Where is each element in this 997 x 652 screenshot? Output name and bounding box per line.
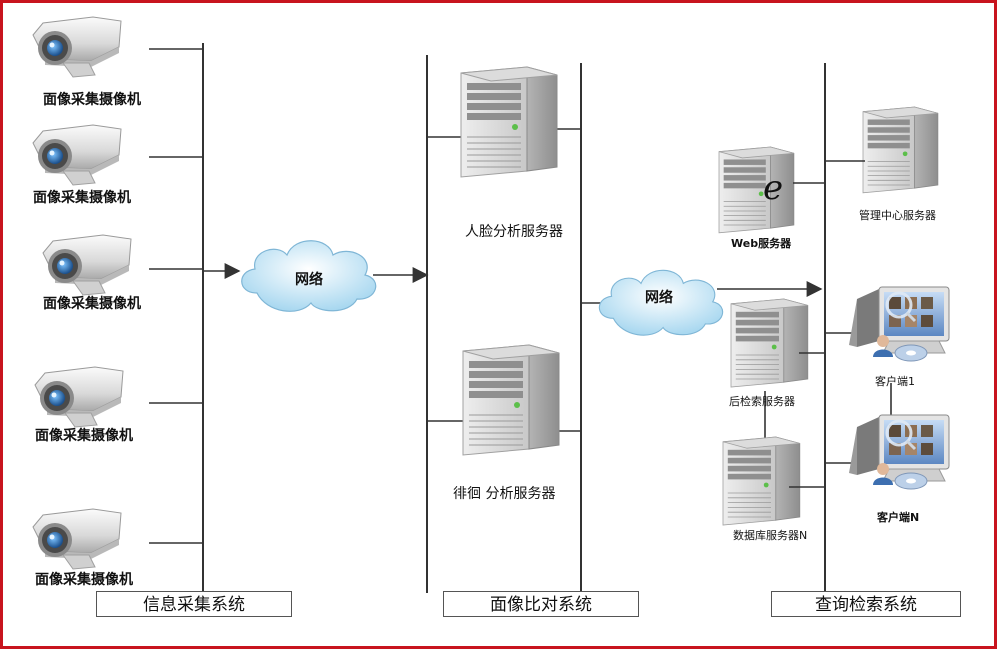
camera-icon-5 [32,508,122,570]
camera-label-2: 面像采集摄像机 [33,190,131,206]
camera-icon-4 [34,366,124,428]
client-n-label: 客户端N [877,511,920,524]
diagram-graphics: e [32,16,951,593]
network-label-2: 网络 [645,290,673,306]
query-retrieval-system-label: 查询检索系统 [771,591,961,617]
retrieval-server-icon [730,298,809,388]
face-analysis-server-label: 人脸分析服务器 [465,224,563,240]
loiter-analysis-server-icon [462,344,560,456]
web-server-label: Web服务器 [731,237,792,250]
database-server-label: 数据库服务器N [733,529,808,542]
camera-label-4: 面像采集摄像机 [35,428,133,444]
camera-label-1: 面像采集摄像机 [43,92,141,108]
camera-label-3: 面像采集摄像机 [43,296,141,312]
management-server-label: 管理中心服务器 [859,209,936,222]
face-analysis-server-icon [460,66,558,178]
camera-icon-1 [32,16,122,78]
camera-label-5: 面像采集摄像机 [35,572,133,588]
face-comparison-system-label: 面像比对系统 [443,591,639,617]
retrieval-server-label: 后检索服务器 [729,395,795,408]
info-collection-system-label: 信息采集系统 [96,591,292,617]
client-1-label: 客户端1 [875,375,915,388]
network-label-1: 网络 [295,272,323,288]
database-server-icon [722,436,801,526]
camera-icon-3 [42,234,132,296]
client-1-workstation-icon [847,285,951,363]
web-e-icon: e [763,168,783,208]
management-server-icon [862,106,939,194]
loiter-analysis-server-label: 徘徊 分析服务器 [453,486,556,502]
camera-icon-2 [32,124,122,186]
client-n-workstation-icon [847,413,951,491]
